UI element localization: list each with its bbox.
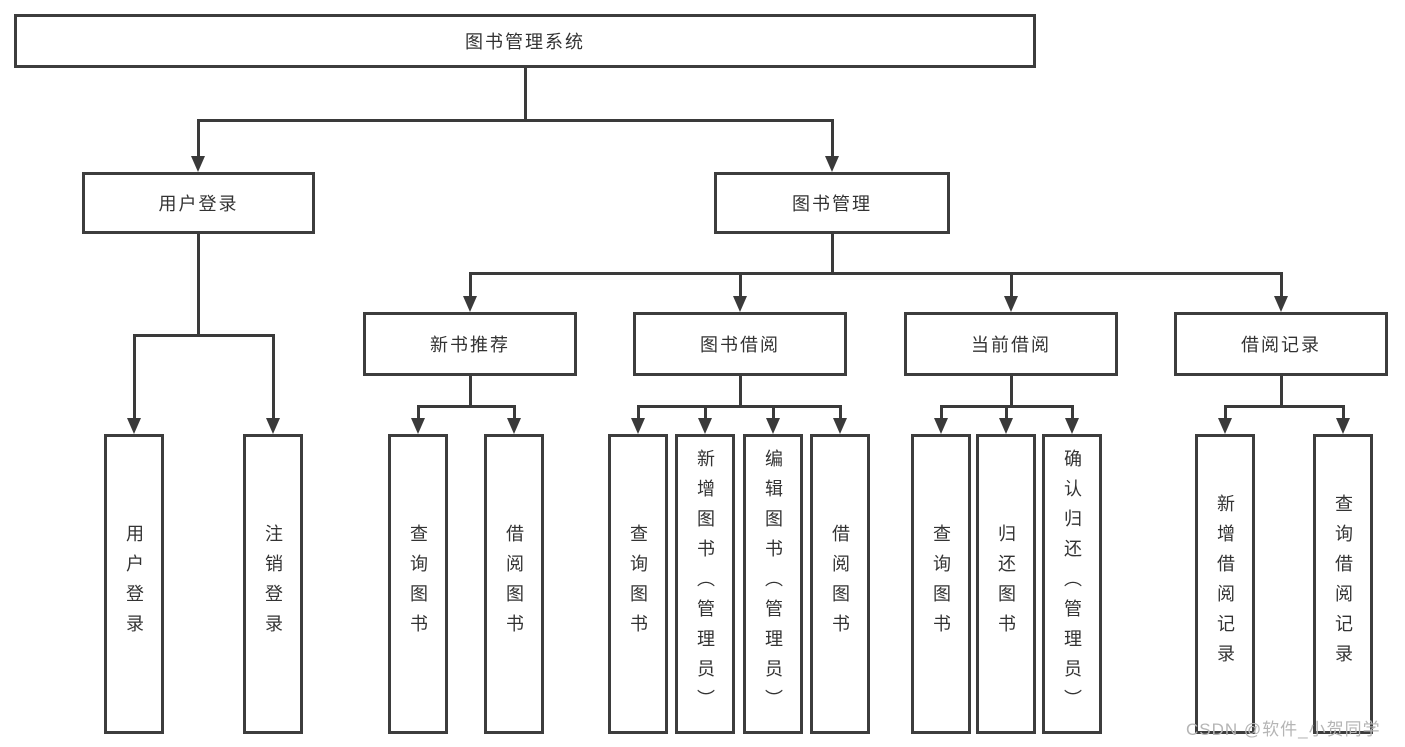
connector-stem-book-borrow — [738, 273, 742, 296]
connector-book-borrow-drop — [738, 376, 742, 406]
leaf-br-add-record: 新增借阅记录 — [1195, 434, 1255, 734]
leaf-br-add-record-label: 新增借阅记录 — [1215, 494, 1235, 674]
node-current-borrow-label: 当前借阅 — [971, 335, 1051, 355]
connector-book-borrow-split — [636, 404, 842, 408]
arrow-to-user-login — [191, 156, 205, 172]
leaf-cb-return-books-label: 归还图书 — [996, 524, 1016, 644]
leaf-bb-edit-books-label: 编辑图书（管理员） — [763, 449, 783, 719]
connector-stem-bb-add — [703, 406, 707, 418]
connector-stem-nb-query — [416, 406, 420, 418]
node-user-login-label: 用户登录 — [158, 194, 239, 214]
arrow-to-current-borrow — [1004, 296, 1018, 312]
arrow-to-bb-add — [698, 418, 712, 434]
arrow-to-leaf-logout — [266, 418, 280, 434]
arrow-to-cb-query — [934, 418, 948, 434]
node-current-borrow: 当前借阅 — [904, 312, 1118, 376]
connector-stem-nb-borrow — [512, 406, 516, 418]
connector-stem-cb-confirm — [1070, 406, 1074, 418]
leaf-nb-borrow-books-label: 借阅图书 — [504, 524, 524, 644]
leaf-br-query-record-label: 查询借阅记录 — [1333, 494, 1353, 674]
arrow-to-bb-edit — [766, 418, 780, 434]
node-new-book-recommend-label: 新书推荐 — [430, 335, 510, 355]
connector-book-management-split — [468, 271, 1283, 275]
leaf-cb-return-books: 归还图书 — [976, 434, 1036, 734]
leaf-cb-confirm-return: 确认归还（管理员） — [1042, 434, 1102, 734]
connector-stem-new-book — [468, 273, 472, 296]
arrow-to-borrow-records — [1274, 296, 1288, 312]
leaf-nb-query-books-label: 查询图书 — [408, 524, 428, 644]
arrow-to-leaf-login — [127, 418, 141, 434]
connector-root-drop — [523, 68, 527, 120]
leaf-br-query-record: 查询借阅记录 — [1313, 434, 1373, 734]
arrow-to-bb-query — [631, 418, 645, 434]
connector-borrow-records-drop — [1279, 376, 1283, 406]
arrow-to-cb-confirm — [1065, 418, 1079, 434]
connector-stem-leaf-logout — [271, 335, 275, 418]
leaf-bb-add-books: 新增图书（管理员） — [675, 434, 735, 734]
connector-new-book-split — [416, 404, 516, 408]
connector-stem-current-borrow — [1009, 273, 1013, 296]
leaf-cb-query-books: 查询图书 — [911, 434, 971, 734]
leaf-bb-query-books: 查询图书 — [608, 434, 668, 734]
arrow-to-nb-borrow — [507, 418, 521, 434]
arrow-to-book-management — [825, 156, 839, 172]
leaf-nb-query-books: 查询图书 — [388, 434, 448, 734]
arrow-to-new-book — [463, 296, 477, 312]
connector-stem-leaf-login — [132, 335, 136, 418]
connector-book-management-drop — [830, 234, 834, 273]
connector-stem-borrow-records — [1279, 273, 1283, 296]
connector-stem-br-query — [1341, 406, 1345, 418]
node-book-management-label: 图书管理 — [792, 194, 872, 214]
leaf-logout: 注销登录 — [243, 434, 303, 734]
connector-stem-bb-borrow — [838, 406, 842, 418]
arrow-to-br-query — [1336, 418, 1350, 434]
leaf-bb-edit-books: 编辑图书（管理员） — [743, 434, 803, 734]
connector-borrow-records-split — [1223, 404, 1345, 408]
connector-user-login-drop — [196, 234, 200, 335]
leaf-logout-label: 注销登录 — [263, 524, 283, 644]
connector-stem-user-login — [196, 120, 200, 160]
leaf-bb-add-books-label: 新增图书（管理员） — [695, 449, 715, 719]
leaf-bb-query-books-label: 查询图书 — [628, 524, 648, 644]
node-user-login: 用户登录 — [82, 172, 315, 234]
leaf-cb-confirm-return-label: 确认归还（管理员） — [1062, 449, 1082, 719]
arrow-to-cb-return — [999, 418, 1013, 434]
connector-stem-book-management — [830, 120, 834, 160]
connector-current-borrow-drop — [1009, 376, 1013, 406]
leaf-bb-borrow-books: 借阅图书 — [810, 434, 870, 734]
connector-root-split — [196, 118, 834, 122]
leaf-user-login: 用户登录 — [104, 434, 164, 734]
leaf-cb-query-books-label: 查询图书 — [931, 524, 951, 644]
arrow-to-book-borrow — [733, 296, 747, 312]
node-book-borrow-label: 图书借阅 — [700, 335, 780, 355]
arrow-to-nb-query — [411, 418, 425, 434]
connector-stem-br-add — [1223, 406, 1227, 418]
node-book-management: 图书管理 — [714, 172, 950, 234]
arrow-to-br-add — [1218, 418, 1232, 434]
arrow-to-bb-borrow — [833, 418, 847, 434]
connector-user-login-split — [132, 333, 275, 337]
connector-new-book-drop — [468, 376, 472, 406]
csdn-watermark: CSDN @软件_小贺同学 — [1186, 720, 1381, 739]
connector-stem-bb-query — [636, 406, 640, 418]
node-system-root-label: 图书管理系统 — [465, 32, 585, 52]
connector-stem-bb-edit — [771, 406, 775, 418]
leaf-nb-borrow-books: 借阅图书 — [484, 434, 544, 734]
connector-stem-cb-return — [1004, 406, 1008, 418]
leaf-bb-borrow-books-label: 借阅图书 — [830, 524, 850, 644]
node-borrow-records: 借阅记录 — [1174, 312, 1388, 376]
connector-stem-cb-query — [939, 406, 943, 418]
node-book-borrow: 图书借阅 — [633, 312, 847, 376]
leaf-user-login-label: 用户登录 — [124, 524, 144, 644]
node-system-root: 图书管理系统 — [14, 14, 1036, 68]
node-borrow-records-label: 借阅记录 — [1241, 335, 1321, 355]
node-new-book-recommend: 新书推荐 — [363, 312, 577, 376]
